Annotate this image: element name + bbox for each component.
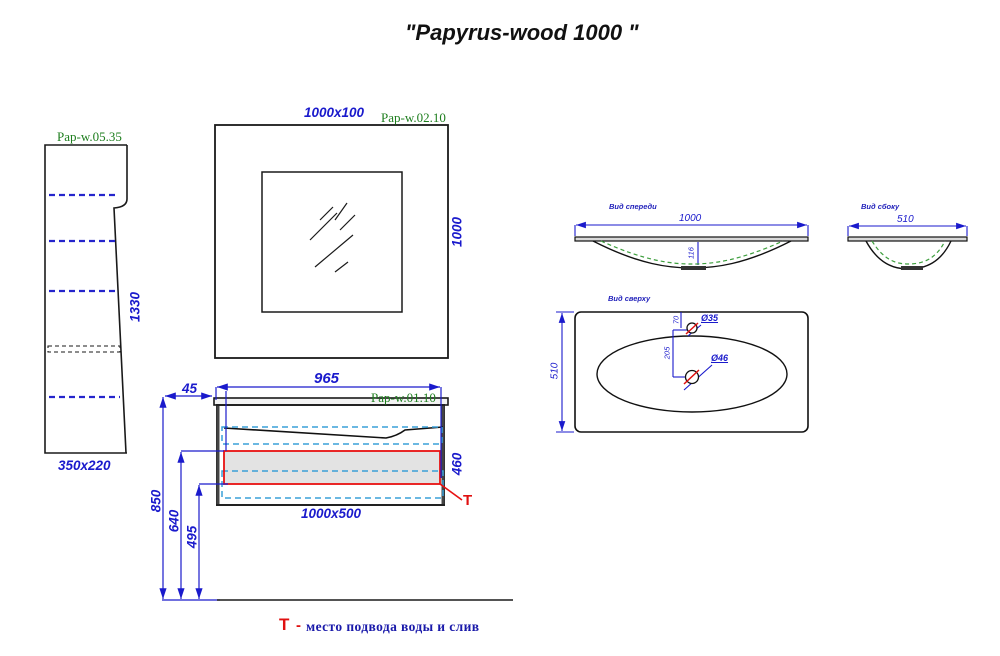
top-view <box>556 311 809 433</box>
vanity-supply-zone <box>224 451 440 484</box>
tall-cabinet-size-label: 350x220 <box>58 458 111 473</box>
tall-cabinet-outline <box>44 144 128 454</box>
mirror-outline <box>214 124 449 359</box>
vanity-drawer-groove <box>223 426 444 439</box>
vanity-supply-top-label: 640 <box>166 509 182 533</box>
side-view-label: Вид сбоку <box>861 202 900 211</box>
vanity-supply-bottom-label: 495 <box>184 525 200 549</box>
vanity-depth-label: 460 <box>449 452 465 476</box>
legend-text: место подвода воды и слив <box>306 619 480 634</box>
vanity-width-label: 965 <box>314 370 340 387</box>
vanity-size-label: 1000x500 <box>301 506 362 521</box>
legend-t-symbol: Т <box>279 615 290 634</box>
vanity-wall-offset-label: 45 <box>182 381 198 396</box>
tall-cabinet-drawer-hidden <box>47 345 121 353</box>
mirror-size-label: 1000x100 <box>304 105 365 120</box>
side-view-width-label: 510 <box>897 214 914 225</box>
top-view-drain-offset-label: 205 <box>662 346 672 360</box>
mirror-height-label: 1000 <box>449 216 465 248</box>
tall-cabinet-shelf-lines <box>49 193 120 399</box>
side-view <box>847 222 968 270</box>
vanity-t-leader <box>439 483 463 501</box>
vanity-supply-zone-border <box>223 450 441 485</box>
mirror-code: Pap-w.02.10 <box>381 110 446 125</box>
top-view-label: Вид сверху <box>608 294 651 303</box>
mirror-glass-hatch <box>309 202 356 273</box>
tall-cabinet-height-label: 1330 <box>127 291 143 323</box>
legend-dash: - <box>296 617 301 634</box>
tall-cabinet-code: Pap-w.05.35 <box>57 129 122 144</box>
vanity-code: Pap-w.01.10 <box>371 390 436 405</box>
vanity-height-floor-label: 850 <box>148 489 164 513</box>
front-view <box>574 221 809 270</box>
vanity-t-mark: Т <box>463 492 473 509</box>
front-view-width-label: 1000 <box>679 213 702 224</box>
top-view-faucet-offset-label: 70 <box>671 315 681 325</box>
vanity-dimensions <box>159 383 442 601</box>
front-view-bowl-depth-label: 116 <box>686 247 696 259</box>
drawing-title: "Papyrus-wood 1000 " <box>405 20 639 45</box>
drain-diameter-label: Ø46 <box>711 353 729 363</box>
top-view-depth-label: 510 <box>549 362 561 380</box>
front-view-label: Вид спереди <box>609 202 657 211</box>
faucet-diameter-label: Ø35 <box>701 313 719 323</box>
